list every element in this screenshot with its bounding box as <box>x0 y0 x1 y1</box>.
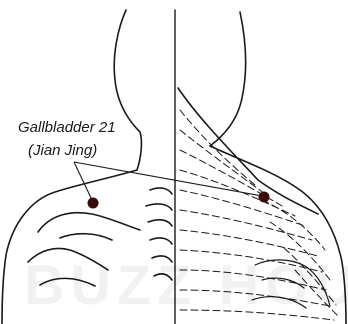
acupoint-name-label: Gallbladder 21 <box>18 119 116 136</box>
fiber-2 <box>180 130 268 196</box>
acupoint-right-dot <box>259 192 270 203</box>
fiber-5 <box>180 190 305 226</box>
leader-line-left <box>74 162 92 200</box>
neck-right-outline <box>210 12 246 146</box>
fiber-12 <box>262 200 325 250</box>
acupoint-alt-name-label: (Jian Jing) <box>28 142 97 159</box>
acupoint-left-dot <box>88 198 99 209</box>
watermark: BUZZ HOUR <box>24 252 348 317</box>
head-outline <box>114 10 141 170</box>
